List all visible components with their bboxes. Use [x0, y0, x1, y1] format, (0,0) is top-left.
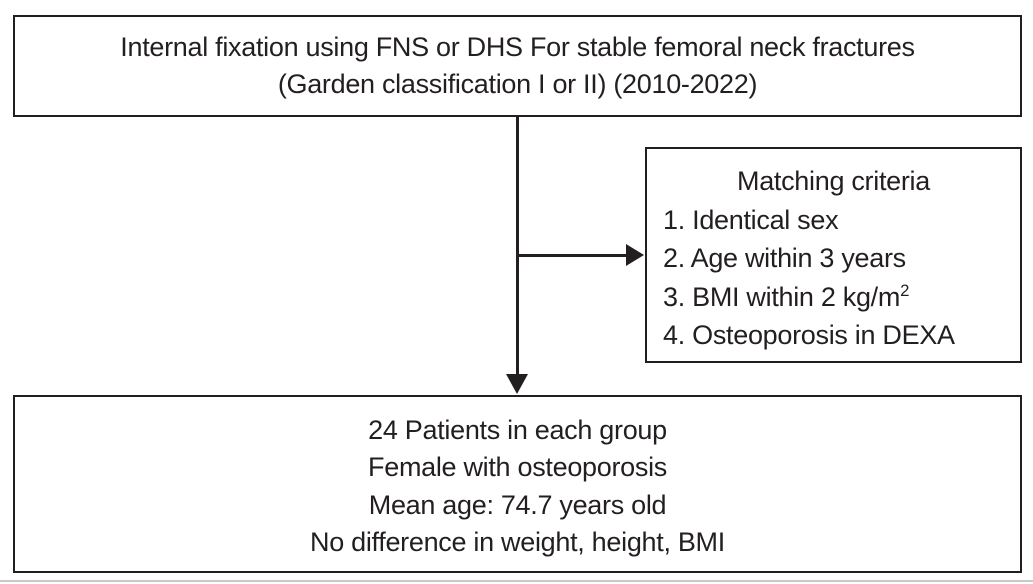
matching-criteria-item-4: 4. Osteoporosis in DEXA — [663, 316, 1010, 355]
result-line-difference: No difference in weight, height, BMI — [310, 527, 725, 557]
result-line-sex: Female with osteoporosis — [368, 452, 667, 482]
matching-criteria-item-3: 3. BMI within 2 kg/m2 — [663, 278, 1010, 317]
arrowhead-right-icon — [626, 244, 644, 266]
inclusion-criteria-line2: (Garden classification I or II) (2010-20… — [277, 69, 758, 99]
matching-criteria-item-2: 2. Age within 3 years — [663, 239, 1010, 278]
matching-criteria-item-4-text: 4. Osteoporosis in DEXA — [663, 320, 955, 350]
matching-criteria-item-2-text: 2. Age within 3 years — [663, 243, 906, 273]
result-line-patients: 24 Patients in each group — [368, 414, 667, 445]
matching-criteria-item-3-sup: 2 — [900, 280, 910, 300]
matching-criteria-item-1-text: 1. Identical sex — [663, 204, 839, 235]
matching-criteria-item-3-text: 3. BMI within 2 kg/m — [663, 281, 901, 312]
matching-criteria-title: Matching criteria — [737, 166, 930, 196]
connector-branch-line — [516, 254, 627, 257]
matching-criteria-item-1: 1. Identical sex — [663, 201, 1010, 240]
matching-criteria-box: Matching criteria 1. Identical sex 2. Ag… — [645, 147, 1022, 363]
page-divider-line — [0, 580, 1033, 582]
result-box: 24 Patients in each group Female with os… — [13, 395, 1022, 573]
connector-vertical-line — [516, 117, 519, 375]
inclusion-criteria-box: Internal fixation using FNS or DHS For s… — [13, 15, 1022, 117]
inclusion-criteria-line1: Internal fixation using FNS or DHS For s… — [120, 32, 915, 62]
result-line-age: Mean age: 74.7 years old — [368, 489, 667, 520]
arrowhead-down-icon — [506, 374, 528, 394]
